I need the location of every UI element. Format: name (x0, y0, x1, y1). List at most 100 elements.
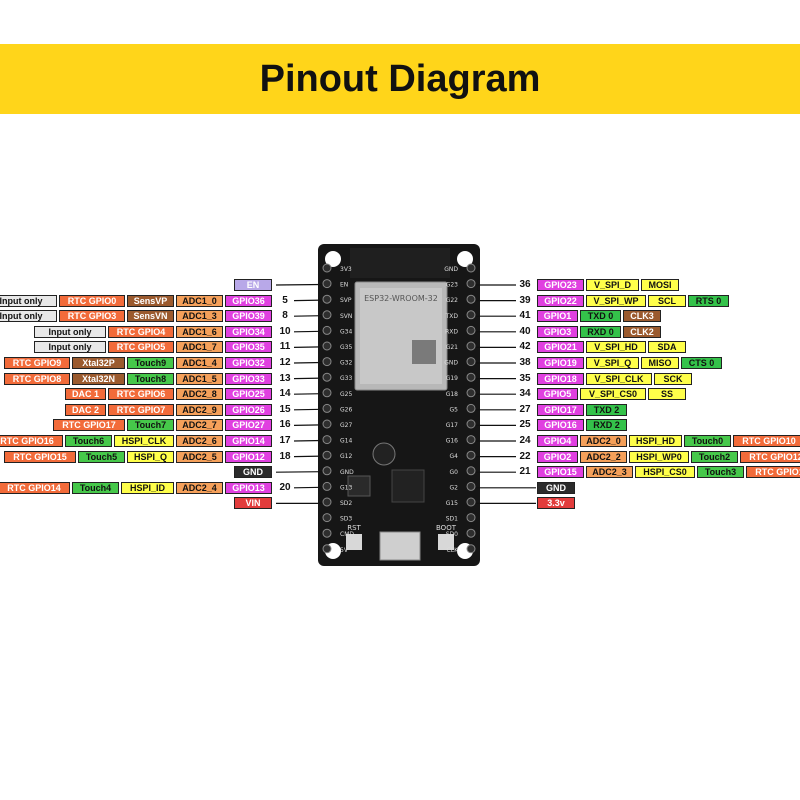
silk-label: G17 (446, 422, 458, 429)
pin-label-gnd: GND (537, 481, 575, 494)
pin-number: 27 (519, 403, 531, 415)
header-pin (466, 528, 476, 538)
antenna-area (350, 248, 450, 278)
pin-label-rtc: RTC GPIO5 (108, 341, 174, 354)
silk-label: G21 (446, 344, 458, 351)
header-pins-left (322, 263, 332, 554)
pin-label-rtc: RTC GPIO14 (0, 481, 70, 494)
pin-label-vspi: V_SPI_CS0 (580, 388, 646, 401)
pin-label-gnd: GND (234, 466, 272, 479)
pin-label-uart: CTS 0 (681, 357, 722, 369)
pin-label-hspi: HSPI_ID (121, 481, 174, 494)
pin-label-gpio: GPIO22 (537, 294, 584, 307)
pin-label-touch: Touch6 (65, 435, 112, 447)
pin-label-func: SCK (654, 372, 692, 385)
silk-label: G18 (446, 391, 458, 398)
pin-label-hspi: HSPI_CLK (114, 435, 174, 447)
silk-label: EN (340, 282, 348, 289)
pin-label-gpio: GPIO23 (537, 279, 584, 291)
header-pin (466, 513, 476, 523)
pin-label-gpio: GPIO4 (537, 435, 578, 447)
pin-label-rtc: RTC GPIO3 (59, 310, 125, 323)
pin-label-touch: Touch9 (127, 357, 174, 369)
mounting-hole-tl (325, 251, 341, 267)
silk-label: CMD (340, 531, 354, 538)
pin-label-sens: SensVN (127, 310, 174, 323)
pin-label-gpio: GPIO12 (225, 450, 272, 463)
pin-label-rtc: RTC GPIO10 (733, 435, 800, 447)
silk-label: CLK (447, 547, 460, 554)
pin-label-uart: RXD 0 (580, 325, 621, 338)
header-pin (466, 435, 476, 445)
header-pin (322, 450, 332, 460)
silk-label: G27 (340, 422, 352, 429)
pin-number: 12 (279, 357, 291, 368)
pin-number: 15 (279, 403, 291, 415)
pin-label-gpio: GPIO19 (537, 357, 584, 369)
pin-label-touch: Touch2 (691, 450, 738, 463)
silk-label: GND (444, 360, 458, 367)
pin-label-gpio: GPIO27 (225, 419, 272, 432)
header-pin (322, 481, 332, 491)
pin-label-gpio: GPIO36 (225, 294, 272, 307)
pin-label-rtc: RTC GPIO16 (0, 435, 63, 447)
pin-label-hspi: HSPI_CS0 (635, 466, 695, 479)
header-pin (322, 388, 332, 398)
pin-label-rtc: RTC GPIO7 (108, 403, 174, 416)
pin-label-touch: Touch5 (78, 450, 125, 463)
leader-line (293, 455, 323, 458)
pin-number: 16 (279, 419, 291, 431)
leader-line (275, 471, 323, 473)
silk-label: G26 (340, 406, 352, 413)
pin-label-adc: ADC2_6 (176, 435, 223, 447)
silk-label: SD3 (340, 516, 352, 523)
pin-label-hspi: HSPI_HD (629, 435, 682, 447)
header-pin (466, 419, 476, 429)
pin-label-rtc: RTC GPIO4 (108, 325, 174, 338)
pin-label-input: Input only (34, 341, 106, 354)
pin-label-adc: ADC1_7 (176, 341, 223, 354)
header-pin (322, 544, 332, 554)
pin-label-func: MOSI (641, 279, 679, 291)
silk-label: G14 (340, 438, 352, 445)
regulator (347, 475, 371, 497)
pin-label-adc: ADC2_7 (176, 419, 223, 432)
pin-label-gpio: GPIO16 (537, 419, 584, 432)
pin-label-input: Input only (0, 310, 57, 323)
pin-label-dac: DAC 2 (65, 403, 106, 416)
silk-label: G12 (340, 453, 352, 460)
rst-label: RST (347, 524, 361, 532)
pin-label-gpio: GPIO35 (225, 341, 272, 354)
pin-number: 42 (519, 341, 531, 353)
pin-label-rtc: RTC GPIO9 (4, 357, 70, 369)
silk-label: SD2 (340, 500, 352, 507)
pin-label-gpio: GPIO33 (225, 372, 272, 385)
silk-label: G34 (340, 328, 352, 335)
leader-line (293, 424, 323, 426)
header-pin (466, 466, 476, 476)
pin-label-vspi: V_SPI_HD (586, 341, 646, 354)
leader-line (293, 330, 323, 333)
header-pin (322, 357, 332, 367)
pin-label-gpio: GPIO14 (225, 435, 272, 447)
pin-label-rtc: RTC GPIO0 (59, 294, 125, 307)
pin-number: 11 (279, 341, 291, 353)
pin-leader-lines (275, 283, 536, 504)
silk-label: GND (340, 469, 354, 476)
pin-label-gpio: GPIO32 (225, 357, 272, 369)
leader-line (293, 299, 323, 302)
module-shield-inner (360, 288, 442, 384)
header-pin (322, 419, 332, 429)
pin-number: 10 (279, 325, 291, 337)
pin-number: 17 (279, 435, 291, 446)
pin-label-adc: ADC2_8 (176, 388, 223, 401)
pin-label-func: SDA (648, 341, 686, 354)
pin-label-vspi: V_SPI_D (586, 279, 639, 291)
leader-line (293, 408, 323, 411)
pin-number: 21 (519, 466, 531, 478)
pin-label-uart: RTS 0 (688, 294, 729, 307)
pin-label-adc: ADC2_3 (586, 466, 633, 479)
silk-label: G5 (450, 406, 459, 413)
pin-label-touch: Touch4 (72, 481, 119, 494)
